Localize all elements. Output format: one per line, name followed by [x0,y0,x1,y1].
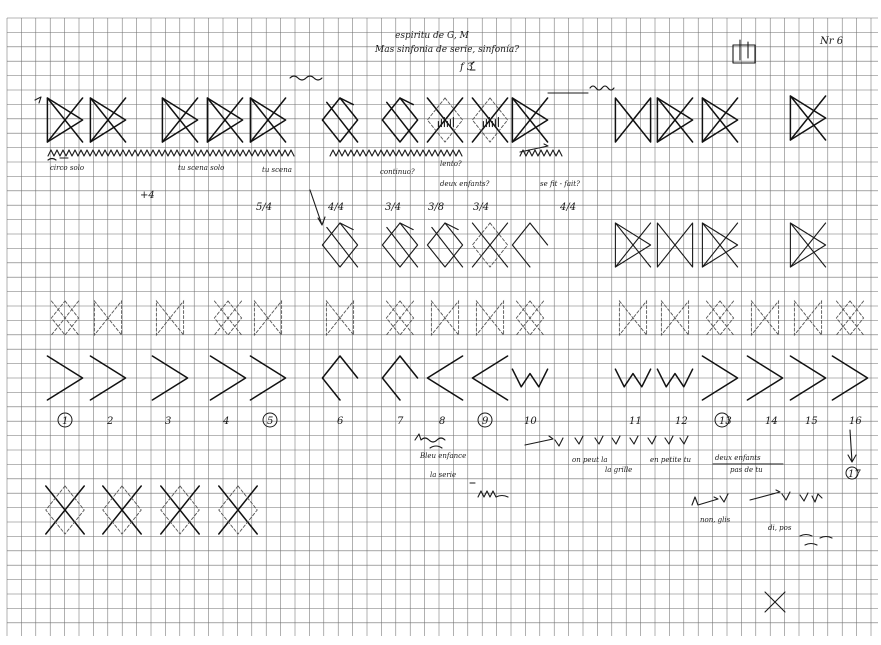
lower-note-5: en petite tu [650,456,692,464]
top-note-line1: espiritu de G, M [395,31,470,41]
figure-number-3: 3 [165,416,171,427]
figure-number-8: 8 [439,416,445,427]
small-mark-1: +4 [140,190,155,201]
lower-note-3: on peut la [572,456,608,464]
figure-number-4: 4 [222,416,229,427]
fraction-4: 3/8 [428,202,444,213]
row1-word-1: circo solo [50,164,84,172]
figure-number-16: 16 [849,416,862,427]
lower-note-9: di, pos [768,524,792,532]
figure-number-1: 1 [62,416,68,427]
lower-note-4: la grille [605,466,632,474]
figure-number-15: 15 [805,416,818,427]
row1-word-2: tu scena solo [178,164,224,172]
figure-number-7: 7 [397,416,404,427]
small-mark-2: f 3 [459,62,473,73]
row1-word-7: se fit - fait? [540,180,580,188]
figure-number-9: 9 [482,416,489,427]
fraction-1: 5/4 [256,202,272,213]
lower-note-6: deux enfants [715,454,761,462]
row1-word-3: tu scena [262,166,292,174]
figure-number-5: 5 [267,416,273,427]
figure-number-13: 13 [719,416,732,427]
top-note-line2: Mas sinfonia de serie, sinfonía? [374,44,519,55]
fraction-2: 4/4 [327,202,344,213]
extra-circled-number: 17 [848,469,861,480]
lower-note-1: Bleu enfance [419,452,466,460]
figure-number-14: 14 [765,416,778,427]
lower-note-2: la serie [430,471,456,479]
fraction-6: 4/4 [559,202,576,213]
row1-word-5: lento? [440,160,462,168]
figure-number-11: 11 [629,416,642,427]
fraction-3: 3/4 [385,202,401,213]
fraction-5: 3/4 [473,202,489,213]
figure-number-12: 12 [675,416,688,427]
row1-word-6: deux enfants? [440,180,490,188]
lower-note-7: pas de tu [730,466,763,474]
figure-number-6: 6 [337,416,344,427]
figure-number-10: 10 [524,416,537,427]
row1-word-4: continuo? [380,168,415,176]
page-label: Nr 6 [819,36,844,47]
figure-number-2: 2 [106,416,113,427]
lower-note-8: non, glis [700,516,731,524]
